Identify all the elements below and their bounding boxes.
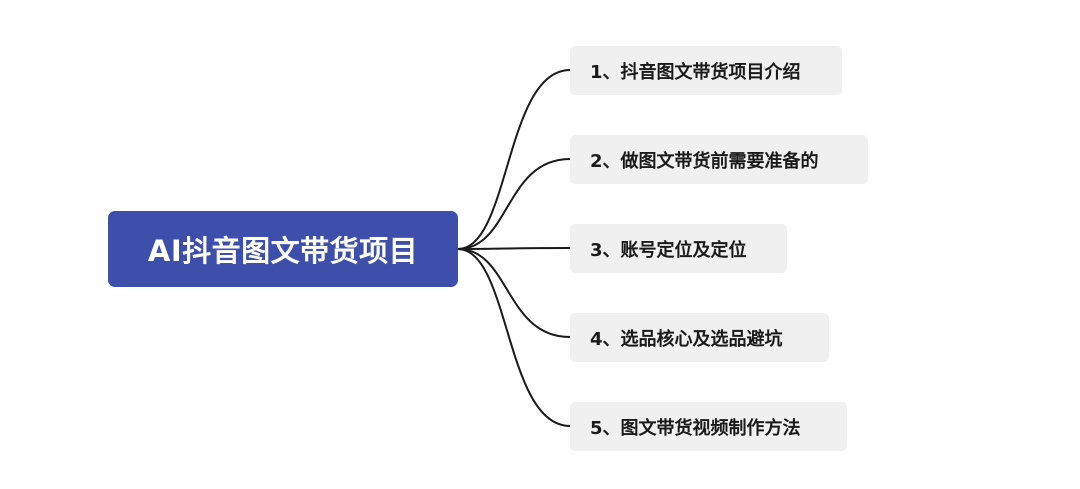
branch-label-4: 4、选品核心及选品避坑	[590, 328, 783, 350]
connector-line-3	[457, 247, 571, 250]
root-topic-node[interactable]: AI抖音图文带货项目	[108, 211, 458, 287]
branch-label-2: 2、做图文带货前需要准备的	[590, 150, 819, 172]
branch-label-3: 3、账号定位及定位	[590, 239, 747, 261]
branch-node-2[interactable]: 2、做图文带货前需要准备的	[570, 135, 868, 184]
connector-line-2	[457, 158, 571, 250]
connector-line-4	[457, 248, 571, 338]
connector-line-1	[457, 69, 571, 250]
root-topic-label: AI抖音图文带货项目	[147, 234, 419, 268]
connector-line-5	[457, 248, 571, 427]
branch-node-1[interactable]: 1、抖音图文带货项目介绍	[570, 46, 842, 95]
branch-node-5[interactable]: 5、图文带货视频制作方法	[570, 402, 847, 451]
branch-label-5: 5、图文带货视频制作方法	[590, 417, 801, 439]
branch-label-1: 1、抖音图文带货项目介绍	[590, 61, 801, 83]
branch-node-4[interactable]: 4、选品核心及选品避坑	[570, 313, 829, 362]
branch-node-3[interactable]: 3、账号定位及定位	[570, 224, 787, 273]
